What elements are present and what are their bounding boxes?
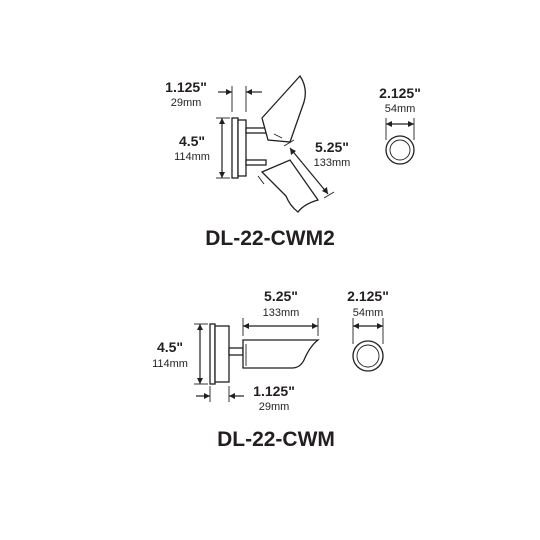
top-lower-head-detail: [257, 175, 265, 185]
bottom-length-dimension: [242, 318, 319, 336]
top-lower-head: [260, 159, 320, 213]
top-model-name: DL-22-CWM2: [205, 227, 335, 250]
top-diameter-in-label: 2.125": [379, 85, 421, 101]
bottom-height-in-label: 4.5": [157, 339, 183, 355]
bottom-depth-in-label: 1.125": [253, 383, 295, 399]
bottom-wall-plate-front: [214, 325, 230, 383]
bottom-fixture-drawing: [209, 323, 320, 385]
top-depth-dimension: [218, 86, 262, 112]
bottom-depth-dimension: [196, 386, 244, 402]
bottom-height-mm-label: 114mm: [152, 358, 188, 370]
bottom-head: [242, 339, 320, 369]
top-height-in-label: 4.5": [179, 133, 205, 149]
top-upper-head-detail: [273, 133, 283, 139]
bottom-height-dimension: [194, 323, 208, 385]
bottom-length-mm-label: 133mm: [263, 307, 300, 319]
bottom-arm: [228, 347, 244, 356]
bottom-length-in-label: 5.25": [264, 288, 298, 304]
bottom-diameter-view: [352, 318, 384, 372]
top-upper-head: [261, 74, 306, 143]
bottom-model-name: DL-22-CWM: [217, 428, 335, 451]
top-depth-mm-label: 29mm: [171, 97, 202, 109]
bottom-diameter-in-label: 2.125": [347, 288, 389, 304]
top-upper-arm: [245, 127, 267, 134]
bottom-depth-mm-label: 29mm: [259, 401, 290, 413]
top-wall-plate: [231, 117, 239, 179]
top-length-dimension: [283, 139, 335, 199]
top-length-mm-label: 133mm: [314, 157, 351, 169]
top-depth-in-label: 1.125": [165, 79, 207, 95]
bottom-wall-plate: [209, 323, 216, 385]
top-diameter-view: [385, 118, 415, 165]
top-height-dimension: [216, 117, 230, 179]
top-lower-arm: [245, 159, 267, 166]
top-length-in-label: 5.25": [315, 139, 349, 155]
top-wall-plate-front: [237, 119, 247, 177]
top-diameter-mm-label: 54mm: [385, 103, 416, 115]
top-height-mm-label: 114mm: [174, 151, 210, 163]
top-fixture-drawing: [231, 74, 320, 213]
bottom-diameter-mm-label: 54mm: [353, 307, 384, 319]
